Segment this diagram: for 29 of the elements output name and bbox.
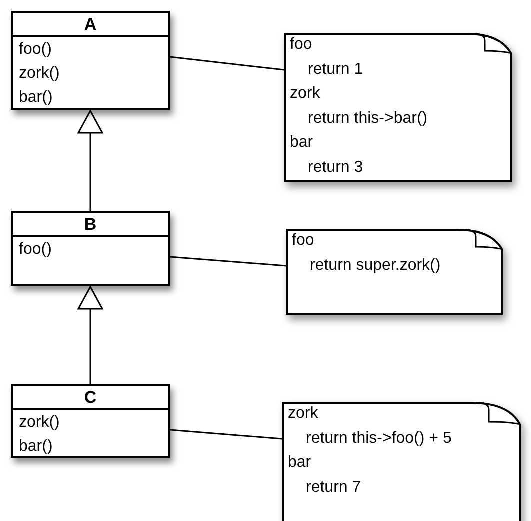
class-name: C [84,388,97,406]
note-text: zork [288,404,318,424]
class-name: A [84,16,97,32]
inheritance-arrow [78,286,104,384]
note-text: zork [290,84,320,104]
leader-line [170,256,286,267]
note-text: return this->foo() + 5 [306,428,452,448]
method-name: foo() [19,40,52,60]
method-name: foo() [19,240,52,260]
note-text: return 3 [308,158,364,178]
note-text: return super.zork() [310,256,441,276]
method-name: zork() [19,64,60,84]
leader-line [170,56,284,71]
note-text: foo [290,35,312,55]
class-name: B [84,216,97,232]
note-text: bar [288,453,312,473]
class-box [11,384,170,458]
note-text: foo [292,231,314,251]
note-text: return this->bar() [308,108,428,128]
class-box [11,11,170,110]
method-name: bar() [19,88,53,108]
note-text: return 7 [306,478,362,498]
note-text: bar [290,133,314,153]
leader-line [170,429,282,440]
inheritance-arrow [78,110,104,211]
method-name: zork() [19,413,60,433]
method-name: bar() [19,437,53,457]
class-box [11,211,170,286]
note-text: return 1 [308,60,364,80]
